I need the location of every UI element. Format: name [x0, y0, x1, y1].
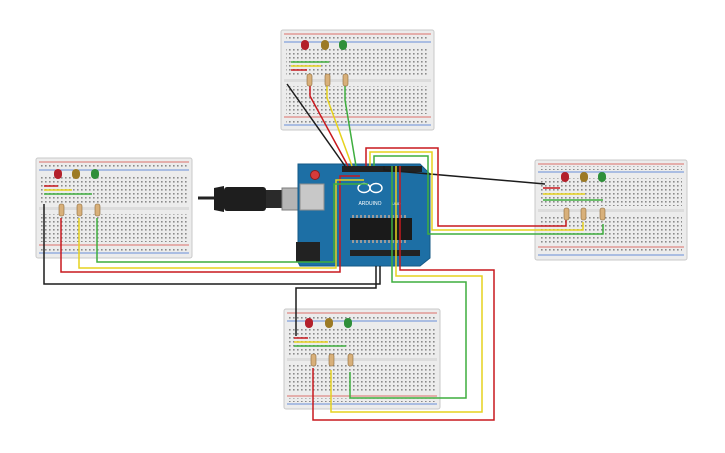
- analog-header: [350, 250, 420, 256]
- wire-top-red: [309, 84, 349, 167]
- resistor-icon: [94, 203, 101, 217]
- wire-left-yellow: [78, 179, 364, 269]
- led-red-left-icon: [54, 169, 62, 179]
- breadboard-top[interactable]: [280, 29, 435, 131]
- arduino-uno-board[interactable]: ARDUINO UNO: [296, 163, 431, 267]
- wire-top-green: [344, 84, 357, 167]
- led-yellow-right-icon: [580, 172, 588, 182]
- wire-bottom-red: [312, 166, 495, 421]
- wire-bottom-black: [295, 266, 377, 336]
- resistor-icon: [347, 353, 354, 367]
- led-yellow-top-icon: [321, 40, 329, 50]
- resistor-icon: [58, 203, 65, 217]
- microcontroller-chip: [350, 218, 412, 240]
- wire-left-black: [43, 204, 381, 285]
- usb-port: [299, 183, 325, 211]
- led-green-left-icon: [91, 169, 99, 179]
- wire-left-green: [96, 183, 368, 263]
- wire-right-yellow: [369, 151, 584, 231]
- resistor-icon: [328, 353, 335, 367]
- led-red-bottom-icon: [305, 318, 313, 328]
- led-red-right-icon: [561, 172, 569, 182]
- wire-right-red: [365, 147, 567, 227]
- resistor-icon: [324, 73, 331, 87]
- wire-bottom-yellow: [330, 166, 483, 413]
- wire-right-black: [383, 166, 546, 185]
- wire-top-yellow: [326, 84, 353, 167]
- resistor-icon: [310, 353, 317, 367]
- usb-cable: [198, 186, 301, 212]
- resistor-icon: [580, 207, 587, 221]
- resistor-icon: [342, 73, 349, 87]
- breadboard-left[interactable]: [35, 157, 193, 259]
- led-red-top-icon: [301, 40, 309, 50]
- wire-bottom-green: [349, 166, 467, 399]
- wires: [43, 61, 604, 421]
- led-green-bottom-icon: [344, 318, 352, 328]
- wire-right-green: [373, 155, 604, 235]
- led-green-top-icon: [339, 40, 347, 50]
- wire-left-red: [60, 175, 360, 273]
- digital-header: [342, 166, 422, 172]
- led-yellow-left-icon: [72, 169, 80, 179]
- breadboard-right[interactable]: [534, 159, 688, 261]
- resistor-icon: [306, 73, 313, 87]
- resistor-icon: [599, 207, 606, 221]
- led-yellow-bottom-icon: [325, 318, 333, 328]
- resistors: [58, 73, 606, 367]
- arduino-logo-text: ARDUINO: [358, 201, 381, 207]
- leds: [54, 40, 606, 328]
- resistor-icon: [563, 207, 570, 221]
- led-green-right-icon: [598, 172, 606, 182]
- wire-top-black: [286, 83, 346, 167]
- power-jack: [296, 242, 320, 262]
- resistor-icon: [76, 203, 83, 217]
- reset-button[interactable]: [310, 170, 320, 180]
